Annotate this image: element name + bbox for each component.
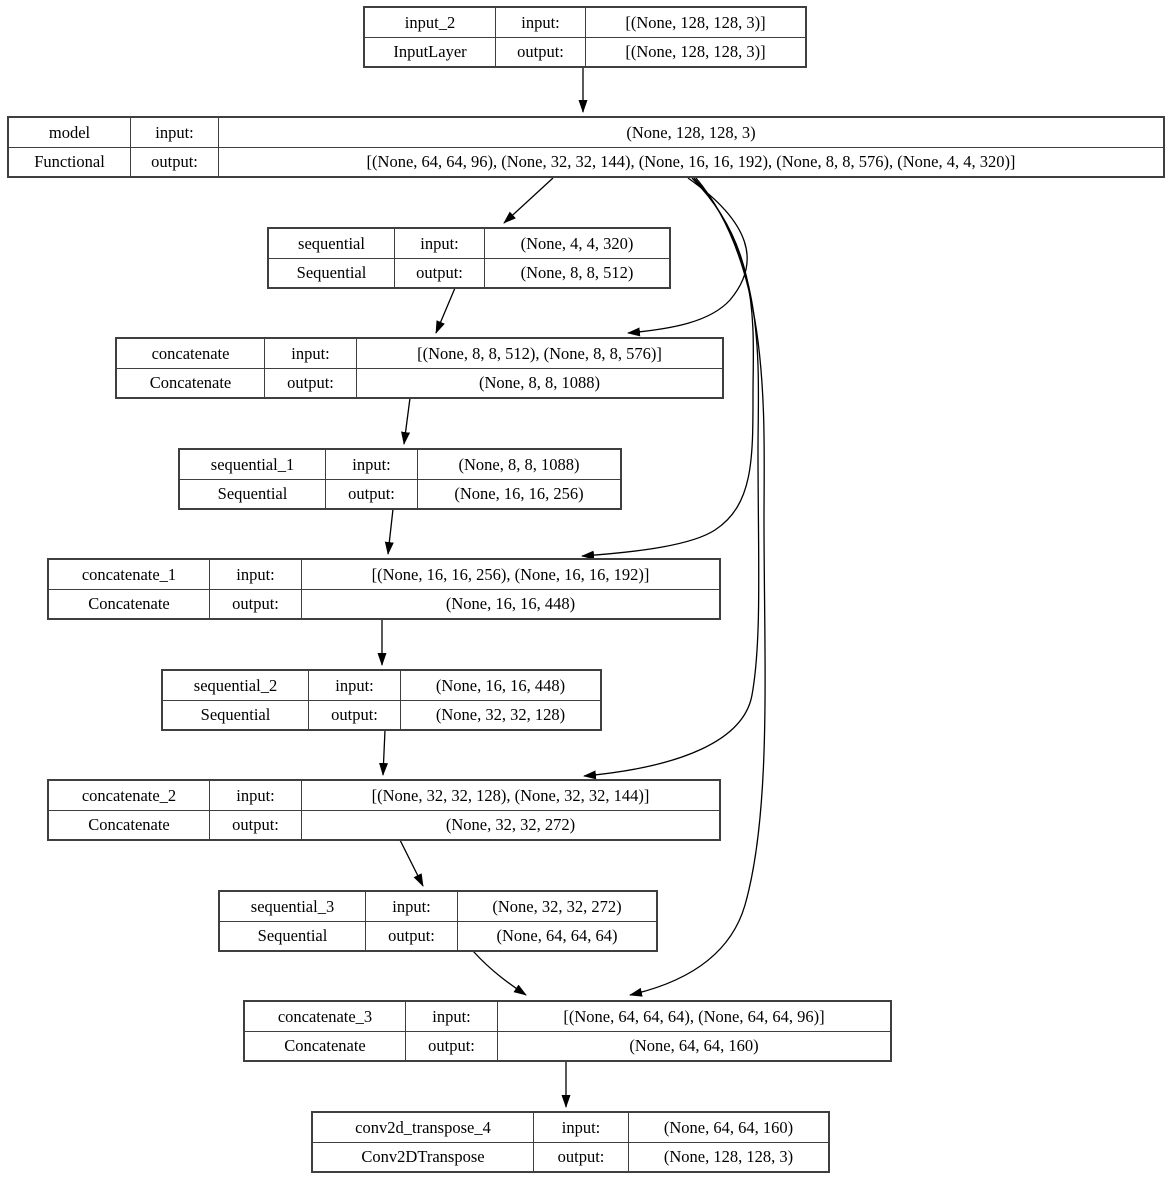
layer-node-concatenate: concatenate input: [(None, 8, 8, 512), (… [115,337,724,399]
layer-name: concatenate_2 [81,785,177,805]
edge-concatenate-sequential_1 [401,397,411,445]
layer-class: Sequential [269,258,394,287]
input-label: input: [394,229,484,258]
input-shape: (None, 64, 64, 160) [628,1113,828,1142]
output-label: output: [325,479,417,508]
layer-node-model: model input: (None, 128, 128, 3) Functio… [7,116,1165,178]
input-label: input: [209,781,301,810]
output-shape: (None, 32, 32, 128) [400,700,600,729]
layer-class: Sequential [180,479,325,508]
output-label: output: [495,37,585,66]
layer-node-concatenate_2: concatenate_2 input: [(None, 32, 32, 128… [47,779,721,841]
input-label: input: [325,450,417,479]
layer-name: sequential_3 [250,896,335,916]
input-label: input: [495,8,585,37]
layer-node-sequential_3: sequential_3 input: (None, 32, 32, 272) … [218,890,658,952]
layer-node-conv2d_transpose_4: conv2d_transpose_4 input: (None, 64, 64,… [311,1111,830,1173]
layer-class: Functional [9,147,130,176]
layer-name: model [48,122,91,142]
input-label: input: [308,671,400,700]
layer-class: Sequential [163,700,308,729]
input-shape: (None, 8, 8, 1088) [417,450,620,479]
layer-class: Concatenate [49,810,209,839]
input-shape: [(None, 64, 64, 64), (None, 64, 64, 96)] [497,1002,890,1031]
layer-node-concatenate_1: concatenate_1 input: [(None, 16, 16, 256… [47,558,721,620]
input-label: input: [533,1113,628,1142]
output-shape: (None, 8, 8, 512) [484,258,669,287]
input-shape: (None, 32, 32, 272) [457,892,656,921]
output-label: output: [209,589,301,618]
output-shape: (None, 8, 8, 1088) [356,368,722,397]
layer-node-sequential_2: sequential_2 input: (None, 16, 16, 448) … [161,669,602,731]
input-label: input: [365,892,457,921]
edge-sequential-concatenate [435,287,456,334]
output-shape: (None, 64, 64, 64) [457,921,656,950]
layer-node-sequential: sequential input: (None, 4, 4, 320) Sequ… [267,227,671,289]
input-label: input: [264,339,356,368]
input-shape: [(None, 8, 8, 512), (None, 8, 8, 576)] [356,339,722,368]
layer-name: sequential [298,233,365,253]
input-label: input: [130,118,218,147]
edge-model-sequential [503,177,554,224]
output-label: output: [209,810,301,839]
output-shape: (None, 32, 32, 272) [301,810,719,839]
layer-node-concatenate_3: concatenate_3 input: [(None, 64, 64, 64)… [243,1000,892,1062]
input-shape: (None, 128, 128, 3) [218,118,1163,147]
edge-sequential_2-concatenate_2 [379,729,389,776]
input-shape: [(None, 128, 128, 3)] [585,8,805,37]
output-label: output: [365,921,457,950]
layer-name: conv2d_transpose_4 [355,1117,491,1137]
layer-node-input_2: input_2 input: [(None, 128, 128, 3)] Inp… [363,6,807,68]
output-shape: [(None, 64, 64, 96), (None, 32, 32, 144)… [218,147,1163,176]
layer-class: InputLayer [365,37,495,66]
layer-node-sequential_1: sequential_1 input: (None, 8, 8, 1088) S… [178,448,622,510]
output-label: output: [308,700,400,729]
output-shape: (None, 16, 16, 448) [301,589,719,618]
output-label: output: [394,258,484,287]
output-label: output: [405,1031,497,1060]
layer-class: Concatenate [49,589,209,618]
output-label: output: [130,147,218,176]
layer-class: Sequential [220,921,365,950]
layer-class: Concatenate [245,1031,405,1060]
layer-name: input_2 [404,12,456,32]
layer-name: concatenate_3 [277,1006,373,1026]
output-label: output: [533,1142,628,1171]
input-label: input: [209,560,301,589]
output-shape: (None, 16, 16, 256) [417,479,620,508]
layer-name: concatenate [151,343,230,363]
output-shape: [(None, 128, 128, 3)] [585,37,805,66]
output-shape: (None, 128, 128, 3) [628,1142,828,1171]
edge-concatenate_2-sequential_3 [399,839,424,887]
layer-name: concatenate_1 [81,564,177,584]
layer-class: Concatenate [117,368,264,397]
input-shape: (None, 4, 4, 320) [484,229,669,258]
layer-name: sequential_2 [193,675,278,695]
edge-sequential_3-concatenate_3 [472,950,527,996]
input-shape: [(None, 16, 16, 256), (None, 16, 16, 192… [301,560,719,589]
layer-name: sequential_1 [210,454,295,474]
output-shape: (None, 64, 64, 160) [497,1031,890,1060]
input-shape: (None, 16, 16, 448) [400,671,600,700]
output-label: output: [264,368,356,397]
edge-sequential_1-concatenate_1 [384,508,394,555]
input-shape: [(None, 32, 32, 128), (None, 32, 32, 144… [301,781,719,810]
layer-class: Conv2DTranspose [313,1142,533,1171]
input-label: input: [405,1002,497,1031]
